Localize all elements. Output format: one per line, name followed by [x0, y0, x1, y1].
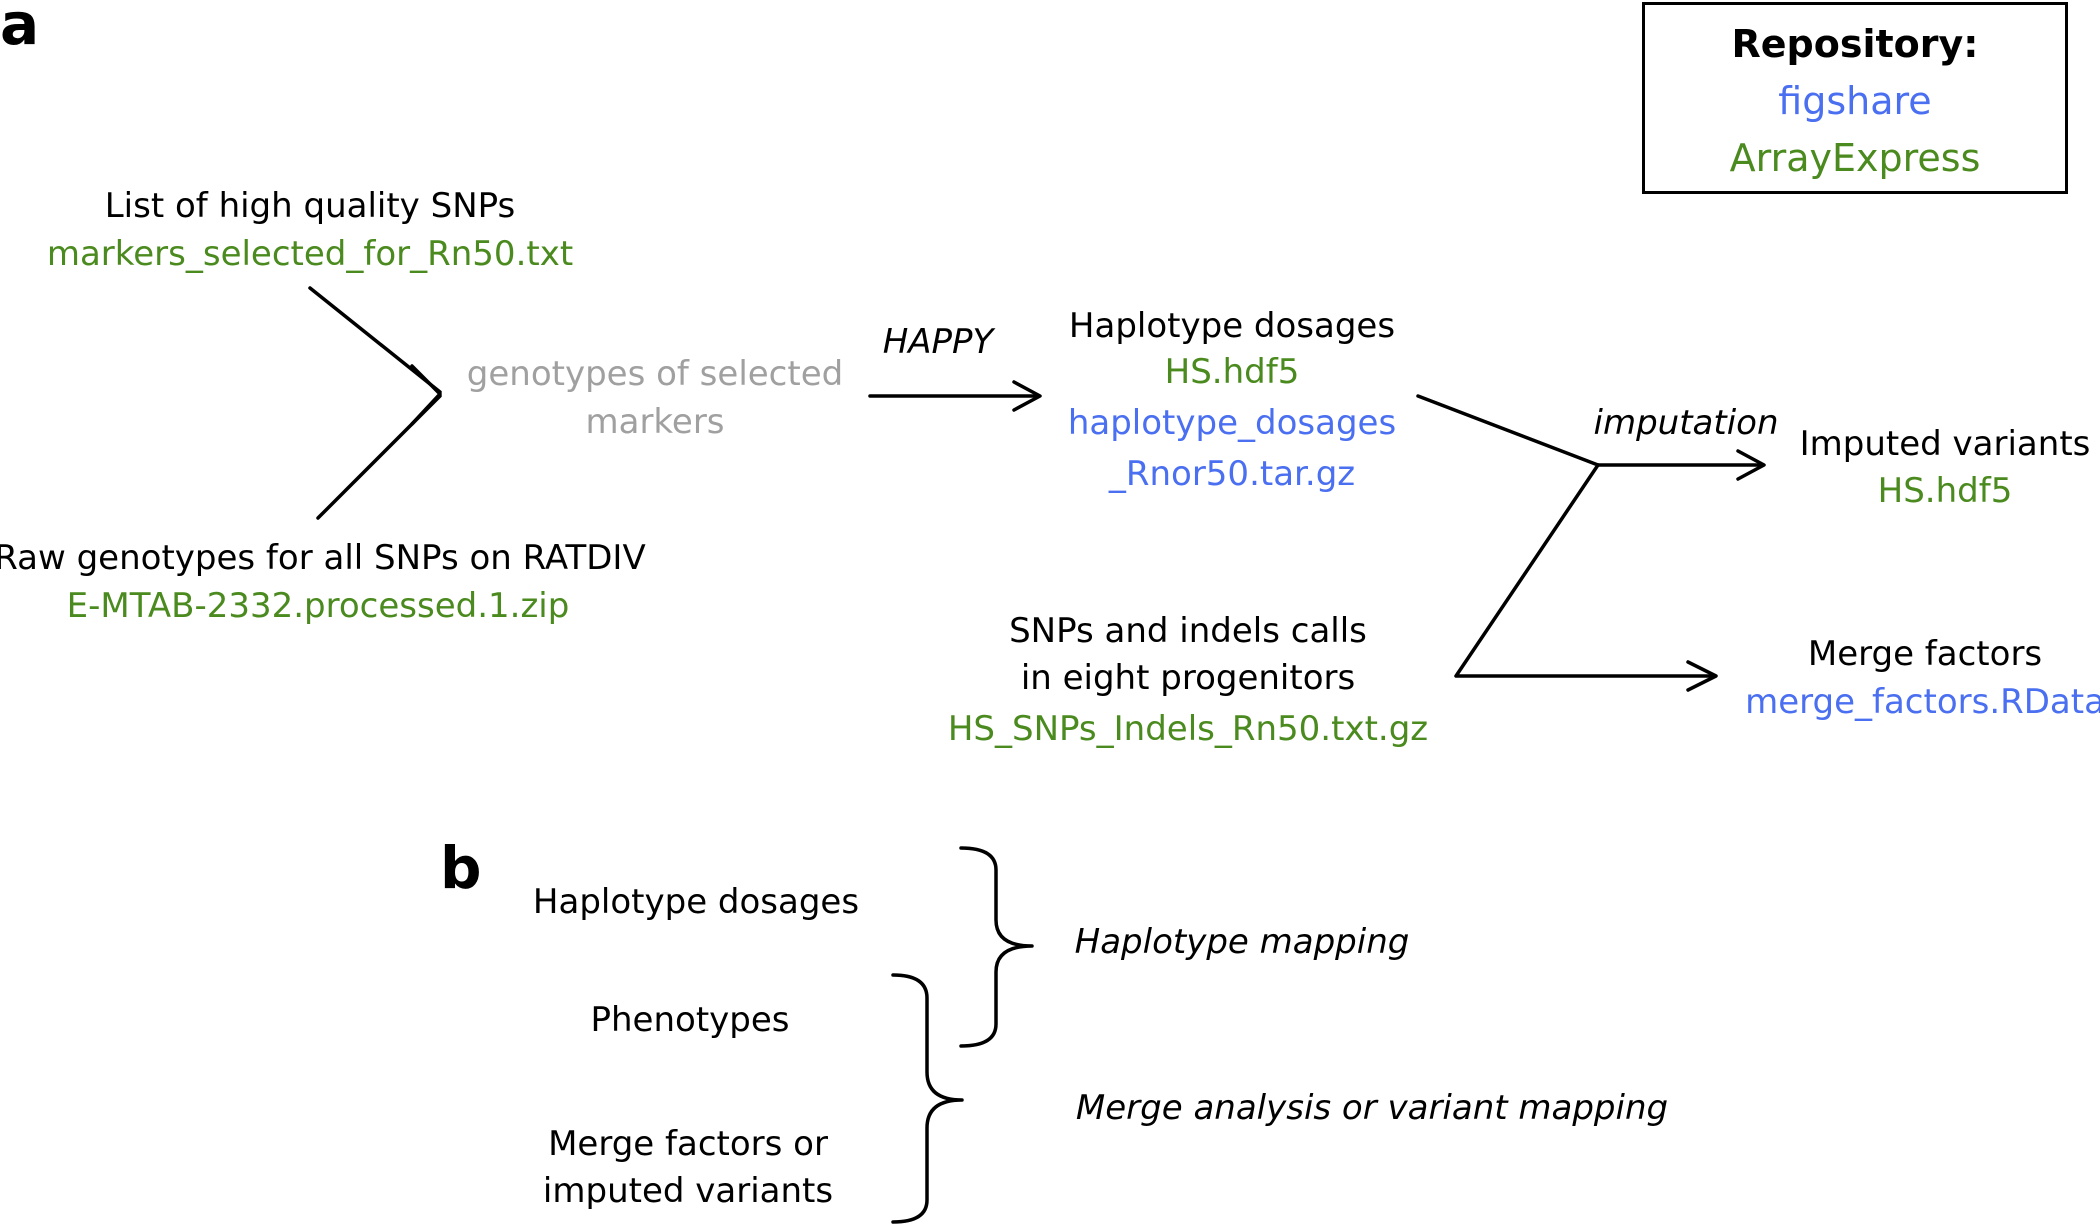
repository-legend: [1642, 2, 2068, 194]
b-haplotype-mapping: Haplotype mapping: [1074, 922, 1410, 962]
legend-title: Repository:: [1731, 22, 1979, 66]
b-phenotypes: Phenotypes: [590, 1000, 790, 1040]
haplotype-dosages-file2-line1: haplotype_dosages: [1067, 403, 1397, 443]
b-merge-line2: imputed variants: [542, 1171, 834, 1211]
haplotype-dosages-file2-line2: _Rnor50.tar.gz: [1108, 454, 1356, 494]
haplotype-mapping-brace: [959, 846, 1034, 1048]
panel-a-label: a: [0, 0, 40, 58]
raw-genotypes-title: Raw genotypes for all SNPs on RATDIV: [0, 538, 646, 578]
progenitor-to-merge-line: [1454, 463, 1714, 678]
legend-figshare: figshare: [1778, 79, 1932, 123]
haplotype-to-imputation-line: [1416, 394, 1600, 467]
haplotype-dosages-file1: HS.hdf5: [1164, 352, 1300, 392]
imputed-variants-file: HS.hdf5: [1877, 471, 2013, 511]
merge-factors-arrowhead: [1686, 660, 1718, 692]
selected-genotypes-line2: markers: [585, 402, 725, 442]
merge-factors-file: merge_factors.RData: [1745, 682, 2100, 722]
snp-list-file: markers_selected_for_Rn50.txt: [46, 234, 574, 274]
b-haplotype-dosages: Haplotype dosages: [532, 882, 860, 922]
snp-list-title: List of high quality SNPs: [104, 186, 516, 226]
haplotype-dosages-title: Haplotype dosages: [1068, 306, 1396, 346]
raw-genotypes-file: E-MTAB-2332.processed.1.zip: [66, 586, 570, 626]
merge-factors-title: Merge factors: [1807, 634, 2043, 674]
progenitor-calls-file: HS_SNPs_Indels_Rn50.txt.gz: [947, 709, 1429, 749]
merge-arrowhead: [410, 364, 442, 426]
b-merge-line1: Merge factors or: [548, 1124, 828, 1164]
happy-label: HAPPY: [882, 322, 994, 362]
merge-analysis-brace: [891, 973, 964, 1224]
progenitor-calls-line2: in eight progenitors: [1020, 658, 1356, 698]
imputed-variants-title: Imputed variants: [1799, 424, 2091, 464]
legend-arrayexpress: ArrayExpress: [1729, 136, 1981, 180]
imputation-label: imputation: [1593, 403, 1779, 443]
panel-b-label: b: [440, 834, 482, 902]
selected-genotypes-line1: genotypes of selected: [466, 354, 844, 394]
b-merge-analysis: Merge analysis or variant mapping: [1075, 1088, 1669, 1128]
progenitor-calls-line1: SNPs and indels calls: [1009, 611, 1367, 651]
